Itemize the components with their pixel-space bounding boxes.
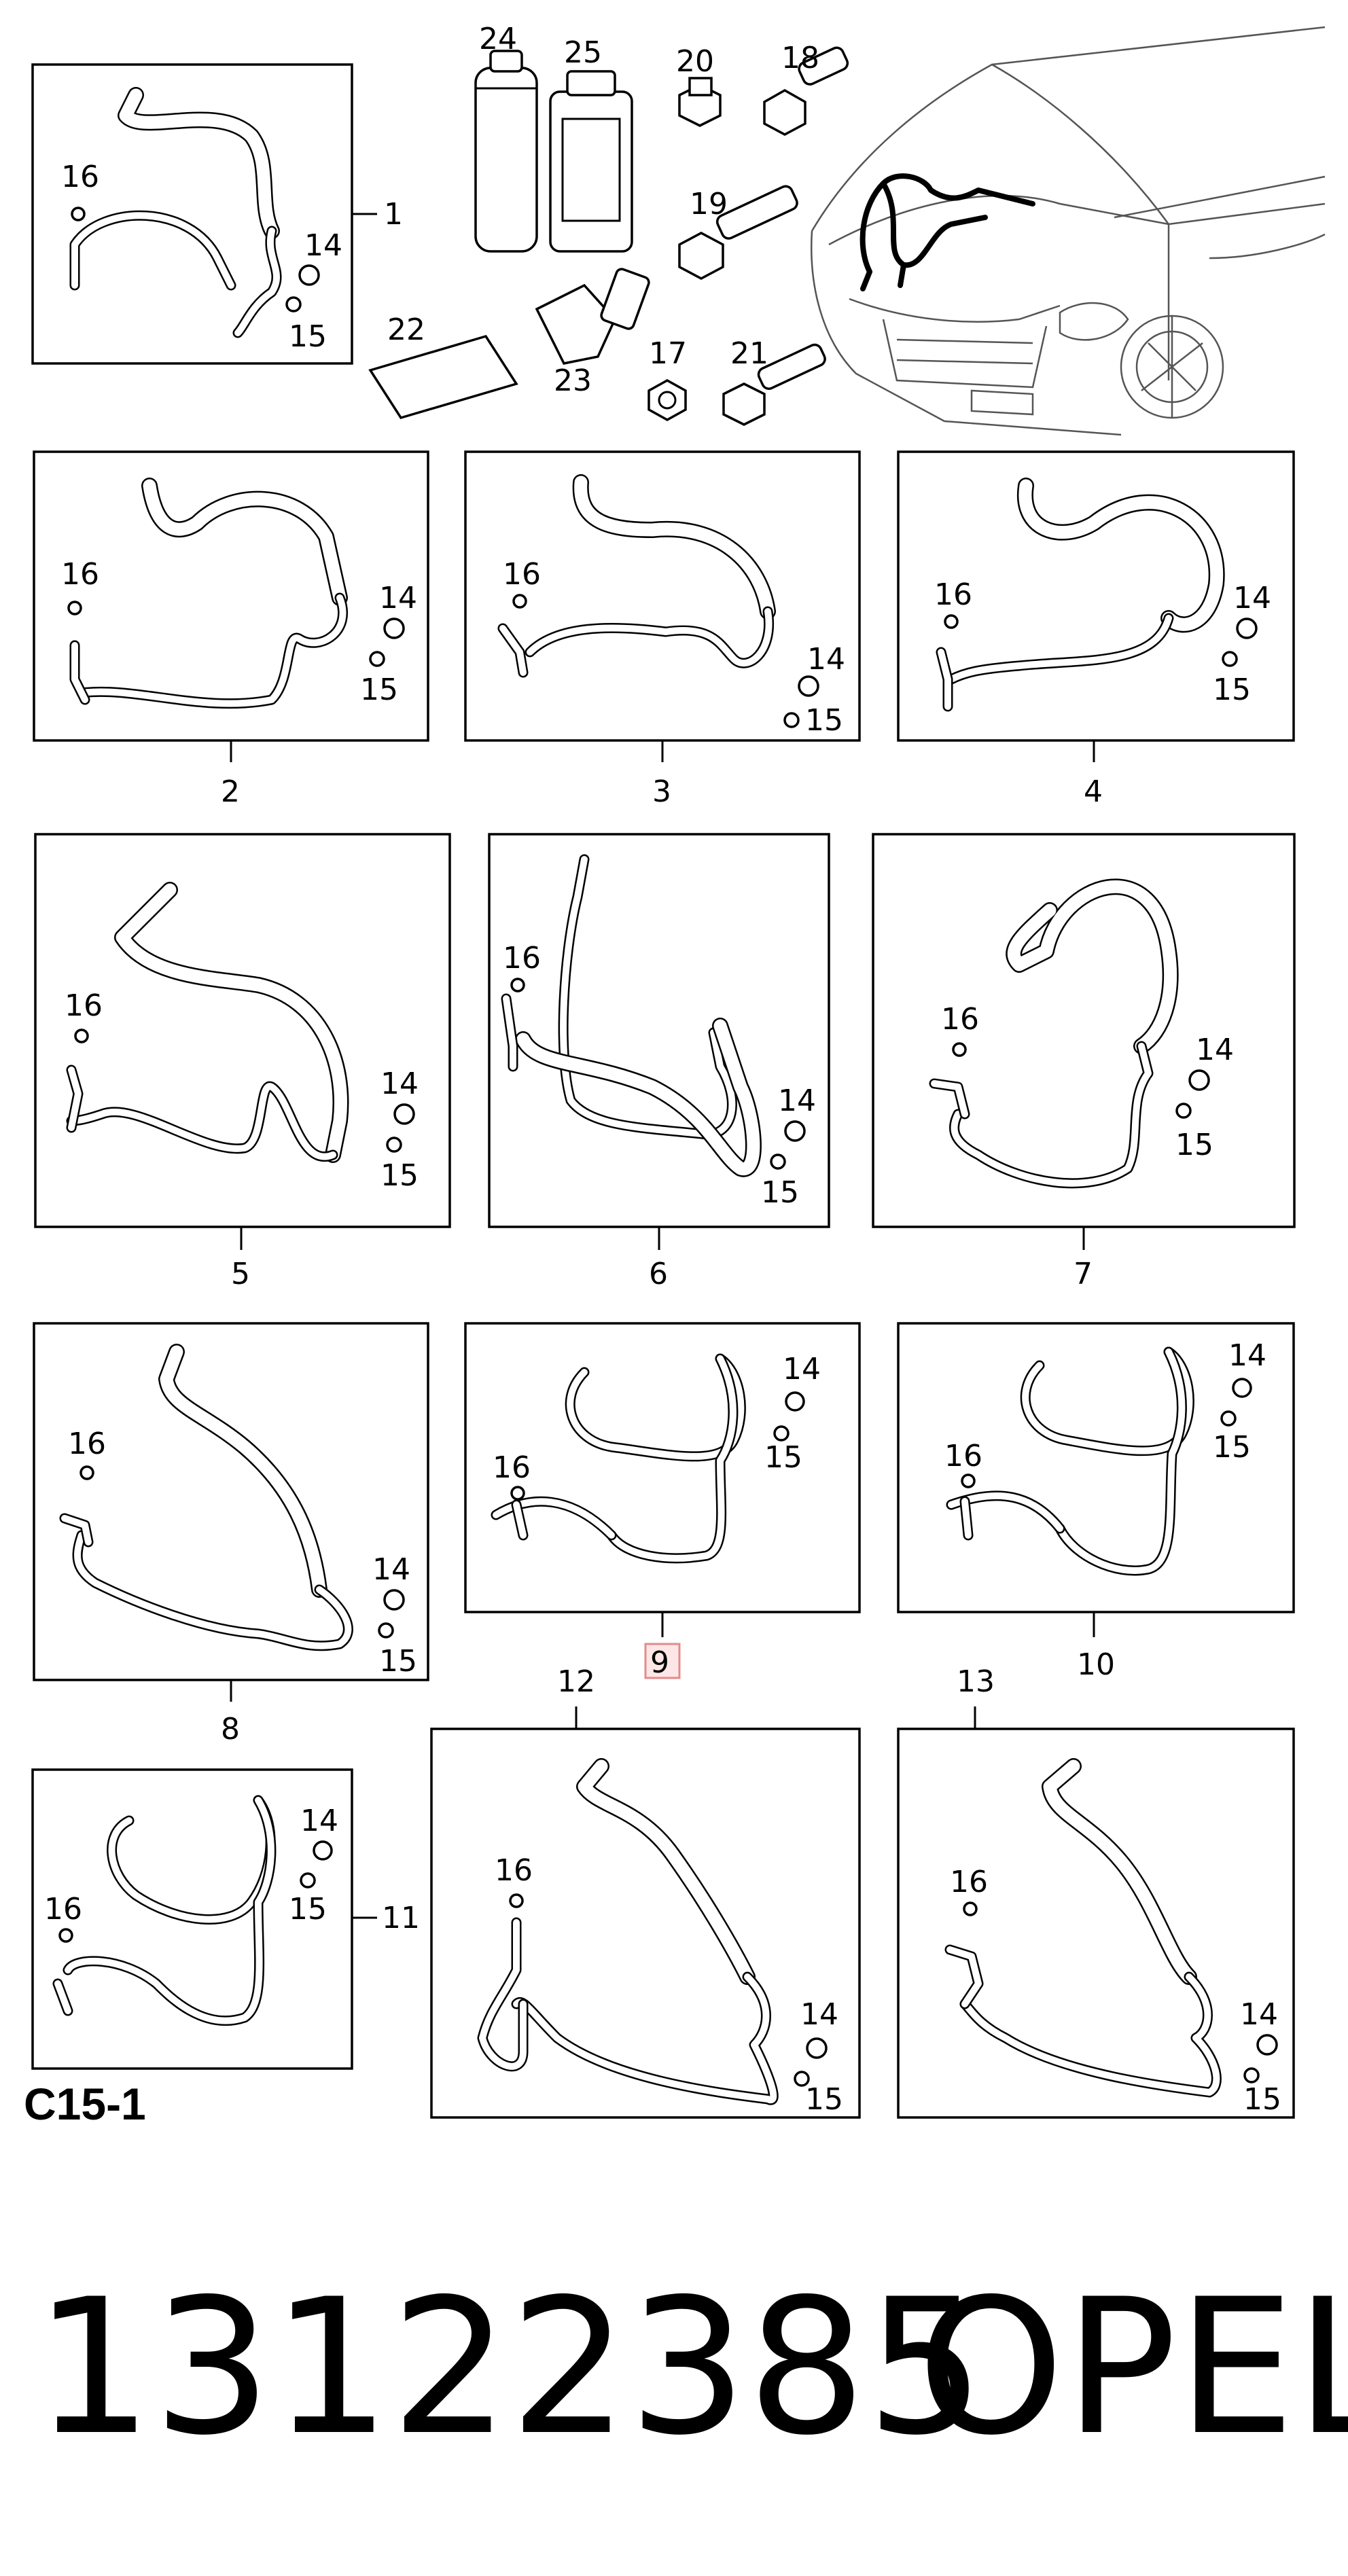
callout-14-panel12: 14 <box>800 1997 838 2032</box>
page-code: C15-1 <box>24 2079 146 2129</box>
callout-13: 13 <box>957 1664 995 1699</box>
callout-25: 25 <box>564 35 602 70</box>
callout-2: 2 <box>221 774 240 809</box>
callout-19: 19 <box>690 187 728 221</box>
panel-13: 13 16 14 15 <box>897 1664 1295 2119</box>
callout-12: 12 <box>557 1664 595 1699</box>
callout-16-panel2: 16 <box>61 557 99 592</box>
panel-4: 4 16 14 15 <box>897 450 1295 809</box>
callout-16-panel13: 16 <box>950 1865 988 1899</box>
callout-20: 20 <box>676 44 714 79</box>
panel-11: 11 16 14 15 <box>31 1768 420 2070</box>
panel-5: 5 16 14 15 <box>34 833 451 1291</box>
callout-17: 17 <box>649 336 687 371</box>
callout-15-panel8: 15 <box>379 1644 417 1679</box>
panel-7: 7 16 14 15 <box>872 833 1296 1291</box>
callout-15-panel1: 15 <box>289 319 327 354</box>
callout-16-panel12: 16 <box>495 1853 533 1888</box>
highlight-box-9 <box>644 1643 681 1679</box>
bolt-19 <box>678 185 798 280</box>
nut-17 <box>648 378 687 422</box>
bolt-20 <box>678 77 722 127</box>
bolt-18 <box>763 46 849 136</box>
callout-14-panel6: 14 <box>778 1084 816 1118</box>
callout-14-panel8: 14 <box>372 1552 410 1587</box>
callout-14-panel2: 14 <box>379 581 417 615</box>
callout-15-panel6: 15 <box>761 1175 799 1210</box>
callout-21: 21 <box>730 336 768 371</box>
callout-14-panel11: 14 <box>300 1804 338 1838</box>
vehicle-illustration <box>811 26 1326 436</box>
callout-5: 5 <box>231 1257 250 1291</box>
callout-9: 9 <box>650 1645 669 1680</box>
callout-15-panel3: 15 <box>805 703 843 738</box>
callout-14-panel10: 14 <box>1228 1338 1266 1373</box>
callout-16-panel7: 16 <box>941 1002 979 1037</box>
panel-9: 9 16 14 15 <box>464 1322 861 1680</box>
callout-15-panel9: 15 <box>764 1440 802 1475</box>
bolt-21 <box>722 343 826 426</box>
callout-15-panel13: 15 <box>1243 2082 1281 2117</box>
callout-15-panel7: 15 <box>1175 1128 1213 1162</box>
callout-23: 23 <box>554 363 592 398</box>
panel-2: 2 16 14 15 <box>33 450 429 809</box>
callout-14-panel7: 14 <box>1196 1033 1234 1067</box>
brand-name: OPEL <box>917 2259 1348 2476</box>
part-number: 13122385 <box>34 2259 985 2476</box>
callout-11: 11 <box>382 1901 420 1935</box>
callout-15-panel5: 15 <box>380 1158 419 1193</box>
callout-14-panel9: 14 <box>783 1352 821 1387</box>
callout-14-panel5: 14 <box>380 1067 419 1101</box>
callout-4: 4 <box>1084 774 1103 809</box>
bottle-25 <box>549 70 633 253</box>
callout-3: 3 <box>652 774 671 809</box>
callout-14-panel3: 14 <box>807 642 845 677</box>
callout-18: 18 <box>781 41 819 75</box>
callout-15-panel4: 15 <box>1213 673 1251 707</box>
callout-6: 6 <box>649 1257 668 1291</box>
callout-16-panel4: 16 <box>934 577 972 612</box>
callout-16-panel6: 16 <box>503 941 541 976</box>
callout-16-panel8: 16 <box>68 1427 106 1461</box>
callout-14-panel13: 14 <box>1240 1997 1278 2032</box>
callout-15-panel11: 15 <box>289 1892 327 1927</box>
callout-16-panel9: 16 <box>493 1450 531 1485</box>
panel-6: 6 16 14 15 <box>488 833 830 1291</box>
callout-24: 24 <box>479 22 517 56</box>
callout-16-panel11: 16 <box>44 1892 82 1927</box>
panel-8: 8 16 14 15 <box>33 1322 429 1747</box>
callout-16-panel5: 16 <box>65 988 103 1023</box>
accessories-group: 24 25 20 18 19 17 2 <box>368 22 849 426</box>
callout-16-panel1: 16 <box>61 160 99 194</box>
callout-1: 1 <box>384 197 403 232</box>
panel-1: 1 16 14 15 <box>31 63 403 365</box>
callout-10: 10 <box>1077 1647 1115 1682</box>
panel-3: 3 16 14 15 <box>464 450 861 809</box>
panel-10: 10 16 14 15 <box>897 1322 1295 1682</box>
panel-12: 12 16 14 15 <box>430 1664 861 2119</box>
callout-16-panel10: 16 <box>944 1439 982 1473</box>
label-sheet-22 <box>368 334 518 420</box>
callout-15-panel2: 15 <box>360 673 398 707</box>
callout-8: 8 <box>221 1712 240 1747</box>
callout-7: 7 <box>1074 1257 1093 1291</box>
callout-22: 22 <box>387 312 425 347</box>
callout-15-panel10: 15 <box>1213 1430 1251 1465</box>
bottle-24 <box>474 50 538 253</box>
callout-14-panel4: 14 <box>1233 581 1271 615</box>
callout-16-panel3: 16 <box>503 557 541 592</box>
callout-15-panel12: 15 <box>805 2082 843 2117</box>
bracket-23 <box>535 268 650 365</box>
callout-14-panel1: 14 <box>304 228 342 263</box>
